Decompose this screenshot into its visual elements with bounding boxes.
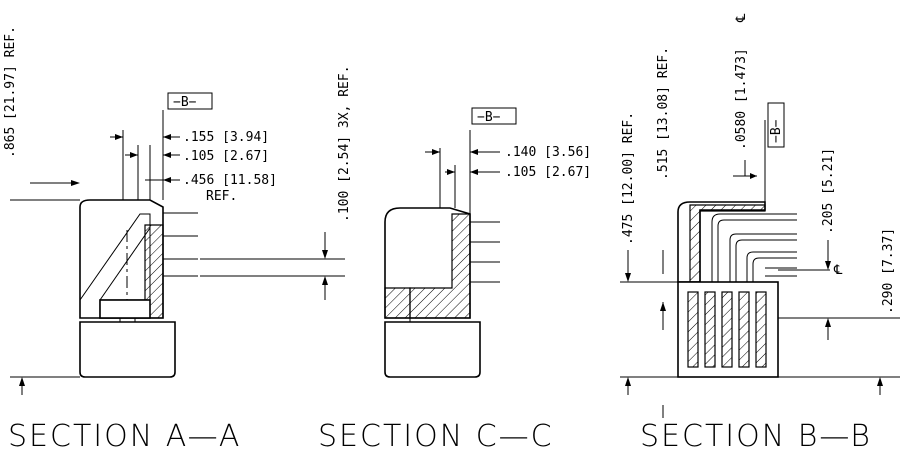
- section-b-dim-290: .290 [7.37]: [881, 228, 896, 314]
- section-c-drawing: [384, 107, 517, 378]
- section-a-dim-155: .155 [3.94]: [183, 130, 269, 145]
- section-b-datum: −B−: [769, 119, 784, 143]
- section-a-title: SECTION A—A: [8, 419, 241, 454]
- section-a-datum: −B−: [173, 95, 197, 110]
- section-c-hatch-left: [384, 287, 411, 319]
- section-a-boss: [79, 321, 176, 378]
- section-a-datum-box: [167, 92, 213, 110]
- section-a-height-dim: .865: [3, 127, 18, 158]
- section-a-pitch-dim: .100 [2.54] 3X, REF.: [337, 65, 352, 222]
- section-c-datum-box: [471, 107, 517, 125]
- section-c-dim-105: .105 [2.67]: [505, 165, 591, 180]
- section-b-centerline-mark: ℄: [734, 13, 749, 23]
- section-b-dim-0580: .0580 [1.473]: [734, 48, 749, 150]
- section-b-dim-475: .475 [12.00] REF.: [621, 112, 636, 245]
- section-a-dim-456: .456 [11.58]: [183, 173, 277, 188]
- section-b-drawing: [620, 102, 900, 418]
- section-b-title: SECTION B—B: [640, 419, 872, 454]
- section-b-centerline-mark-2: ℄: [833, 263, 843, 278]
- section-a-ref: REF.: [206, 189, 237, 204]
- section-a-drawing: [10, 92, 345, 395]
- section-c-datum: −B−: [477, 110, 501, 125]
- section-c-title: SECTION C—C: [318, 419, 554, 454]
- section-b-dim-515: .515 [13.08] REF.: [656, 47, 671, 180]
- section-b-datum-box: [767, 102, 785, 148]
- section-b-dim-205: .205 [5.21]: [821, 148, 836, 234]
- section-b-top-hatch: [689, 204, 766, 283]
- section-c-boss: [384, 321, 481, 378]
- section-a-dim-105: .105 [2.67]: [183, 149, 269, 164]
- section-c-dim-140: .140 [3.56]: [505, 145, 591, 160]
- section-a-overall-ref: [21.97] REF.: [3, 26, 18, 120]
